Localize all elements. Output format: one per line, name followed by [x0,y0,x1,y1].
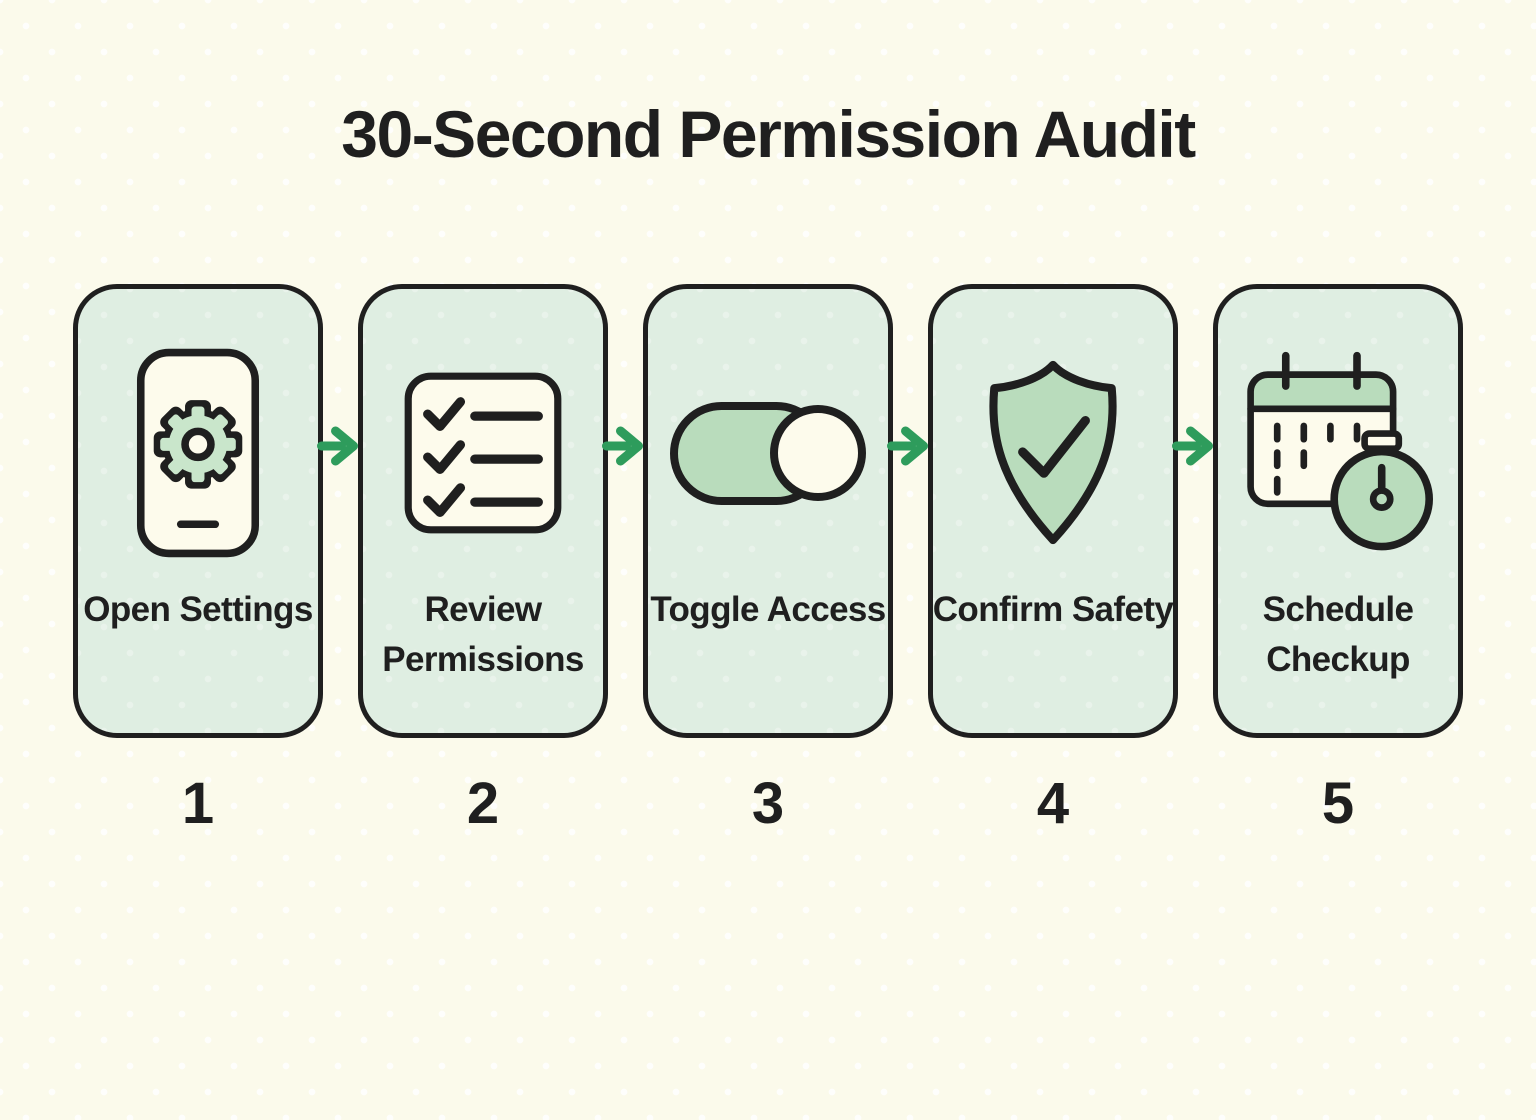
number-spacer [323,770,358,837]
calendar-stopwatch-icon [1243,335,1433,571]
number-spacer [1178,770,1213,837]
number-spacer [608,770,643,837]
checklist-icon [401,335,565,571]
arrow-right-icon [1172,426,1213,466]
phone-settings-icon [132,335,264,571]
step-label: Schedule Checkup [1262,590,1414,679]
step-card-open-settings: Open Settings [73,284,323,738]
step-number: 5 [1321,771,1355,836]
step-label: Review Permissions [382,590,584,679]
step-card-review-permissions: Review Permissions [358,284,608,738]
arrow-gap [1172,284,1213,738]
page-title: 30-Second Permission Audit [341,97,1196,171]
arrow-gap [602,284,643,738]
step-number: 3 [751,771,785,836]
number-spacer [893,770,928,837]
step-card-schedule-checkup: Schedule Checkup [1213,284,1463,738]
steps-row: Open Settings Review Permissions [0,284,1536,738]
toggle-on-icon [668,335,868,571]
step-label: Open Settings [83,590,313,629]
arrow-right-icon [887,426,928,466]
step-label: Confirm Safety [932,590,1174,629]
step-number: 4 [1036,771,1070,836]
arrow-gap [887,284,928,738]
arrow-right-icon [602,426,643,466]
step-card-toggle-access: Toggle Access [643,284,893,738]
step-number: 1 [181,771,215,836]
arrow-right-icon [317,426,358,466]
arrow-gap [317,284,358,738]
step-numbers-row: 1 2 3 4 5 [0,770,1536,837]
step-number: 2 [466,771,500,836]
shield-check-icon [972,335,1134,571]
step-card-confirm-safety: Confirm Safety [928,284,1178,738]
step-label: Toggle Access [650,590,886,629]
